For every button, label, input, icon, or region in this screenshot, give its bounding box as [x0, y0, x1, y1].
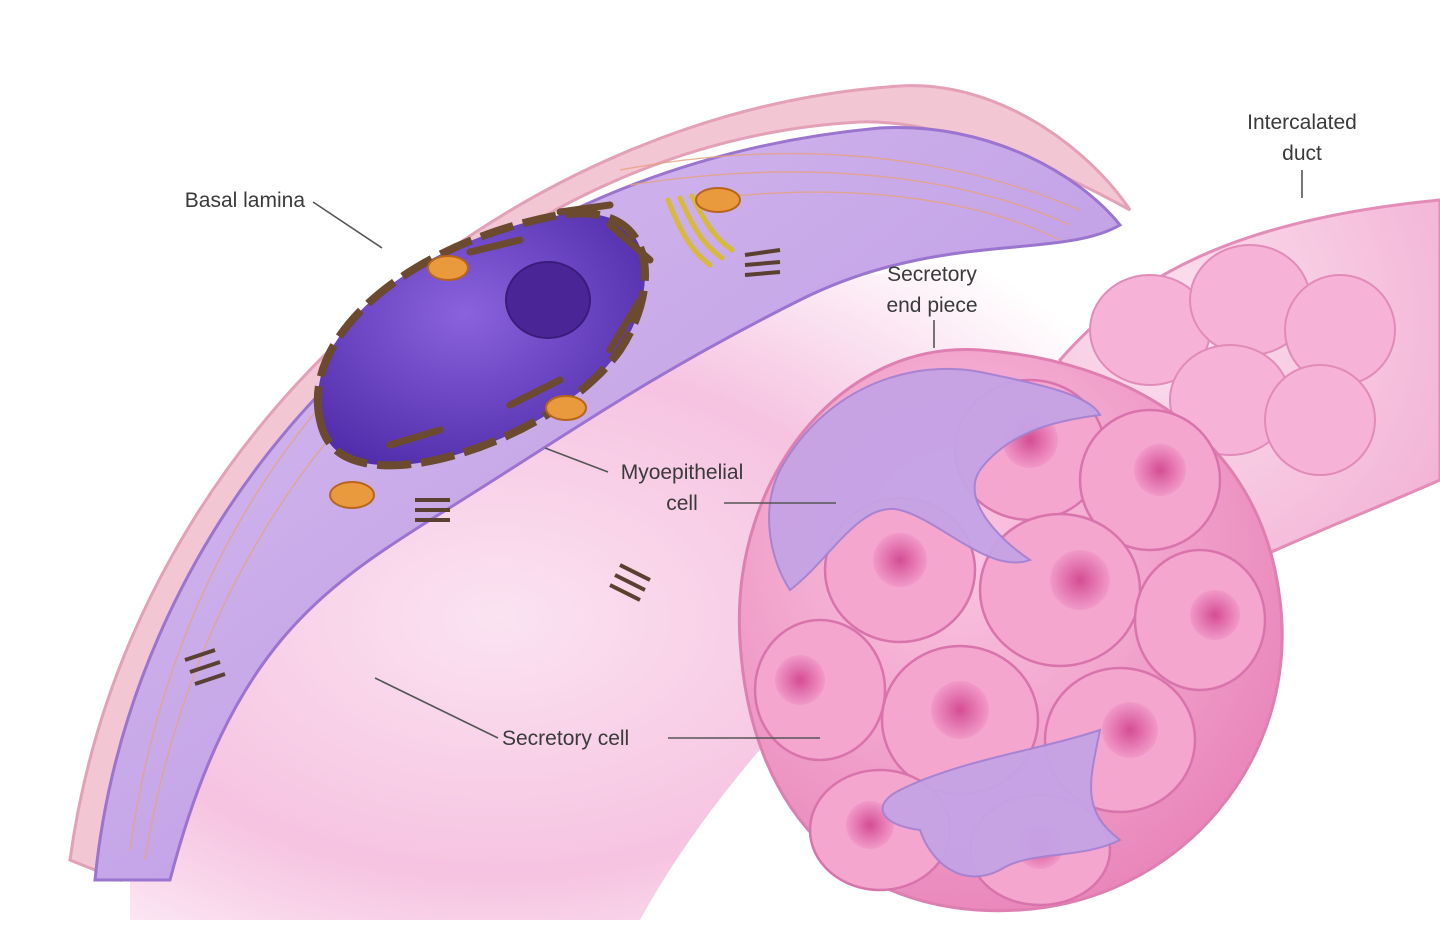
golgi-apparatus [665, 193, 735, 268]
leader-basal-lamina [312, 201, 383, 249]
secretory-end-piece [737, 198, 1440, 913]
mitochondria [329, 187, 741, 509]
duct-cells [1089, 244, 1396, 476]
leader-lines [312, 170, 1303, 739]
label-myoepithelial-cell: Myoepithelial cell [602, 457, 762, 519]
myoepithelial-processes [768, 367, 1122, 878]
desmosomes [184, 248, 781, 686]
label-secretory-end-piece-line-2: end piece [886, 294, 978, 317]
label-intercalated-duct-line-1: Intercalated [1247, 111, 1357, 134]
label-intercalated-duct: Intercalated duct [1222, 107, 1382, 169]
nucleolus [505, 261, 591, 339]
label-myoepithelial-cell-line-2: cell [666, 492, 698, 515]
rough-er [386, 201, 654, 449]
label-basal-lamina: Basal lamina [184, 189, 305, 212]
label-secretory-end-piece-line-1: Secretory [887, 263, 977, 286]
label-secretory-cell: Secretory cell [502, 727, 630, 750]
label-intercalated-duct-line-2: duct [1282, 142, 1322, 165]
label-myoepithelial-cell-line-1: Myoepithelial [620, 461, 744, 484]
leader-myoepithelial-cell-1 [544, 447, 609, 473]
label-secretory-end-piece: Secretory end piece [862, 259, 1002, 321]
leader-secretory-cell-1 [374, 677, 499, 739]
